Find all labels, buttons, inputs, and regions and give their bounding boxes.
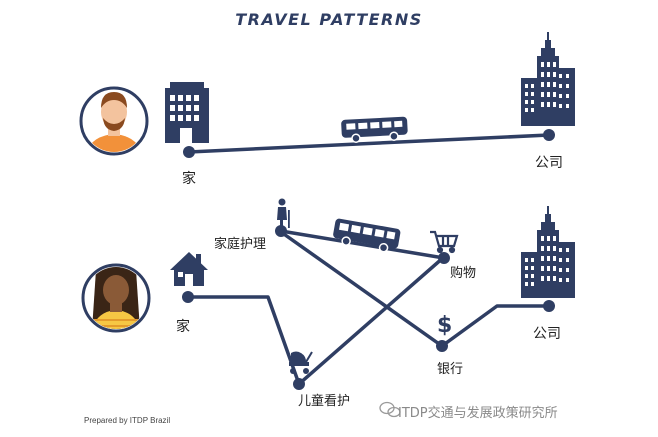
credit-text: Prepared by ITDP Brazil	[84, 416, 170, 425]
shopping-node	[438, 252, 450, 264]
house-icon	[170, 252, 208, 286]
label-company-bottom: 公司	[533, 323, 561, 343]
label-company-top: 公司	[535, 152, 563, 172]
page-title: TRAVEL PATTERNS	[0, 10, 658, 29]
company-node-bottom	[543, 300, 555, 312]
childcare-node	[293, 378, 305, 390]
commute-route-line	[189, 135, 549, 152]
wechat-icon	[380, 403, 400, 417]
label-care: 家庭护理	[214, 233, 266, 252]
company-node	[543, 129, 555, 141]
elderly-person-icon	[277, 199, 290, 229]
label-home-top: 家	[182, 168, 196, 188]
label-bank: 银行	[437, 358, 463, 377]
route-care-bank-company	[281, 232, 549, 346]
shopping-cart-icon	[430, 232, 457, 252]
home-node	[183, 146, 195, 158]
home-node-bottom	[182, 291, 194, 303]
watermark-text: ITDP交通与发展政策研究所	[398, 402, 558, 421]
bus-icon	[341, 117, 408, 143]
label-shopping: 购物	[450, 262, 476, 281]
office-building-icon	[165, 82, 209, 143]
skyscraper-icon	[521, 32, 575, 126]
bank-node	[436, 340, 448, 352]
label-home-bottom: 家	[176, 316, 190, 336]
skyscraper-icon-bottom	[521, 206, 575, 298]
man-avatar	[81, 88, 147, 160]
label-childcare: 儿童看护	[298, 390, 350, 409]
woman-avatar	[83, 262, 149, 340]
stroller-icon	[289, 352, 312, 374]
dollar-icon: $	[437, 313, 452, 338]
